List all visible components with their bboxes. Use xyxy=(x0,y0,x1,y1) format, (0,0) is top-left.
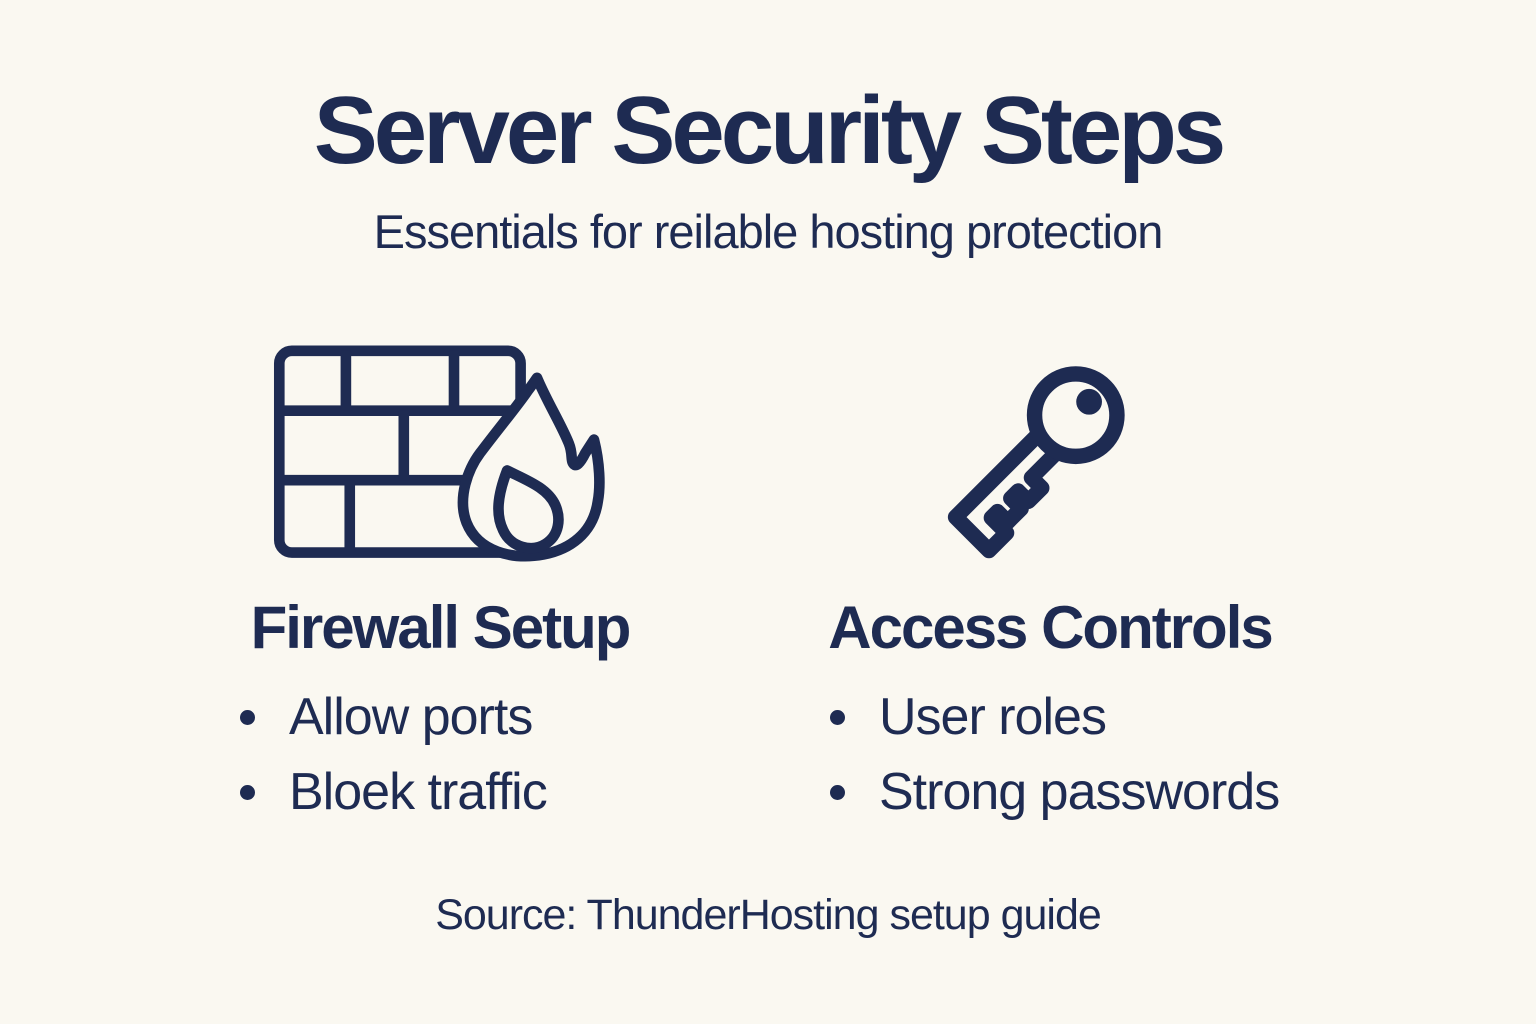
key-icon xyxy=(815,343,1285,568)
firewall-column: Firewall Setup Allow ports Bloek traffic xyxy=(230,343,650,831)
bullet-text: Strong passwords xyxy=(879,763,1280,822)
list-item: User roles xyxy=(830,680,1285,755)
access-column: Access Controls User roles Strong passwo… xyxy=(815,343,1285,831)
bullet-text: User roles xyxy=(879,688,1107,746)
firewall-icon xyxy=(230,343,650,568)
access-bullet-list: User roles Strong passwords xyxy=(815,680,1285,831)
list-item: Bloek traffic xyxy=(240,755,650,830)
source-caption: Source: ThunderHosting setup guide xyxy=(435,891,1102,939)
firewall-bullet-list: Allow ports Bloek traffic xyxy=(230,680,650,831)
list-item: Allow ports xyxy=(240,680,650,755)
access-heading: Access Controls xyxy=(828,594,1274,661)
bullet-dot xyxy=(240,785,255,801)
bullet-dot xyxy=(830,710,845,725)
page-subtitle: Essentials for reilable hosting protecti… xyxy=(373,205,1164,258)
page-title: Server Security Steps xyxy=(313,77,1227,184)
firewall-heading: Firewall Setup xyxy=(250,594,632,661)
bullet-text: Bloek traffic xyxy=(289,763,548,822)
bullet-dot xyxy=(830,785,845,801)
bullet-dot xyxy=(240,710,255,725)
list-item: Strong passwords xyxy=(830,755,1285,830)
bullet-text: Allow ports xyxy=(289,688,533,746)
